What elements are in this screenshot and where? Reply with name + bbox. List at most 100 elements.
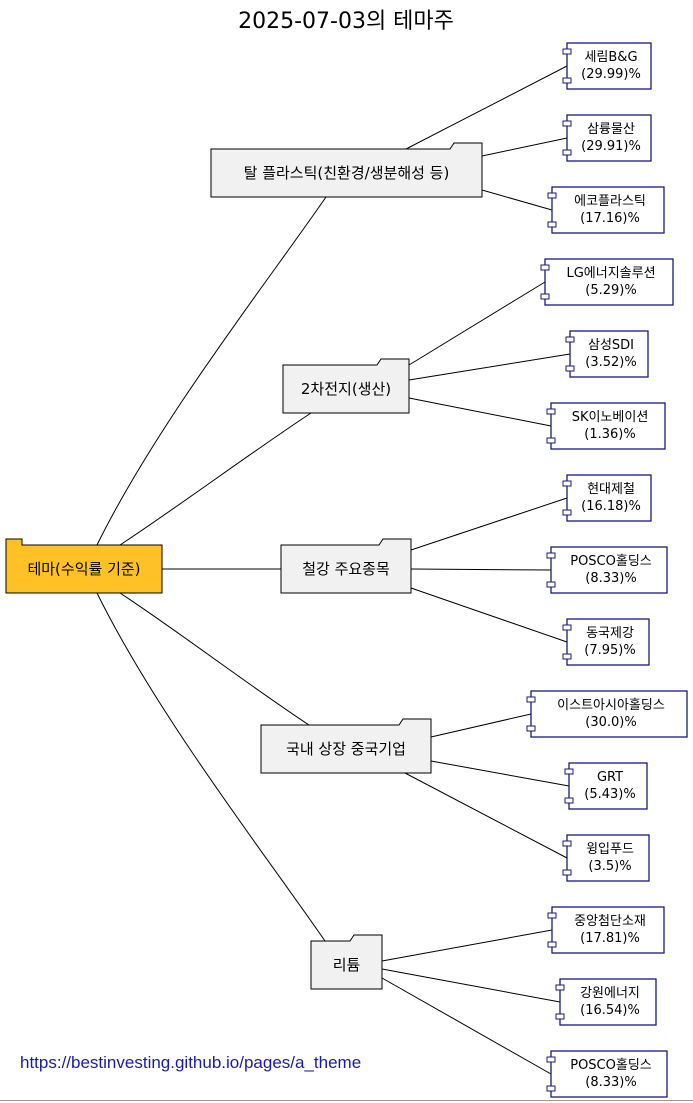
theme-node[interactable]: 2차전지(생산) — [282, 358, 410, 414]
stock-node[interactable]: 강원에너지 (16.54)% — [555, 978, 657, 1026]
stock-box — [566, 42, 652, 90]
component-pin-icon — [565, 365, 575, 372]
stock-node[interactable]: 현대제철(16.18)% — [562, 474, 652, 522]
theme-stock-link — [410, 497, 568, 551]
component-pin-icon — [546, 1056, 556, 1063]
theme-label: 2차전지(생산) — [301, 380, 391, 398]
stock-box — [551, 186, 665, 234]
theme-stock-link — [410, 587, 568, 643]
component-pin-icon — [547, 192, 557, 199]
footer-link[interactable]: https://bestinvesting.github.io/pages/a_… — [20, 1053, 362, 1072]
stock-return: (3.52)% — [585, 355, 636, 370]
stock-box — [566, 474, 652, 522]
component-pin-icon — [547, 941, 557, 948]
component-pin-icon — [562, 653, 572, 660]
stock-box — [566, 114, 652, 162]
component-pin-icon — [540, 264, 550, 271]
stock-return: (3.5)% — [588, 859, 631, 874]
stock-box — [550, 402, 666, 450]
theme-stock-link — [408, 353, 571, 381]
stock-node[interactable]: POSCO홀딩스 (8.33)% — [546, 546, 668, 594]
theme-label: 탈 플라스틱(친환경/생분해성 등) — [244, 164, 450, 182]
stock-return: (30.0)% — [585, 715, 636, 730]
theme-stock-link — [408, 281, 546, 366]
component-pin-icon — [547, 912, 557, 919]
stock-return: (1.36)% — [584, 427, 635, 442]
root-theme-link — [119, 592, 310, 726]
stock-name: 동국제강 — [586, 626, 634, 641]
theme-node[interactable]: 리튬 — [310, 934, 383, 990]
component-pin-icon — [562, 840, 572, 847]
stock-node[interactable]: 동국제강 (7.95)% — [562, 618, 650, 666]
stock-node[interactable]: POSCO홀딩스(8.33)% — [546, 1050, 668, 1098]
theme-stock-link — [381, 968, 561, 1003]
theme-stock-link — [404, 772, 568, 859]
stock-node[interactable]: 윙입푸드 (3.5)% — [562, 834, 650, 882]
theme-node[interactable]: 국내 상장 중국기업 — [260, 718, 432, 774]
theme-folder-shape — [282, 358, 410, 414]
component-pin-icon — [526, 725, 536, 732]
stock-node[interactable]: 이스트아시아홀딩스(30.0)% — [526, 690, 688, 738]
stock-return: (8.33)% — [585, 1075, 636, 1090]
stock-return: (16.18)% — [581, 499, 641, 514]
root-node[interactable]: 테마(수익률 기준) — [5, 538, 163, 594]
theme-node[interactable]: 철강 주요종목 — [280, 538, 412, 594]
component-pin-icon — [562, 77, 572, 84]
stock-return: (16.54)% — [580, 1003, 640, 1018]
stock-box — [566, 834, 650, 882]
stock-node[interactable]: 삼성SDI (3.52)% — [565, 330, 649, 378]
root-theme-link — [96, 196, 327, 546]
stock-name: POSCO홀딩스 — [570, 554, 652, 569]
theme-stock-link — [405, 65, 568, 150]
stock-box — [530, 690, 688, 738]
component-pin-icon — [546, 1085, 556, 1092]
stock-return: (17.81)% — [580, 931, 640, 946]
stock-return: (8.33)% — [585, 571, 636, 586]
component-pin-icon — [540, 293, 550, 300]
theme-folder-shape — [210, 142, 483, 198]
theme-label: 국내 상장 중국기업 — [286, 740, 406, 758]
component-pin-icon — [565, 336, 575, 343]
stock-node[interactable]: LG에너지솔루션 (5.29)% — [540, 258, 674, 306]
stock-name: 중앙첨단소재 — [574, 914, 646, 929]
stock-box — [551, 906, 665, 954]
theme-stock-link — [381, 929, 553, 962]
stock-return: (5.29)% — [585, 283, 636, 298]
stock-node[interactable]: 중앙첨단소재 (17.81)% — [547, 906, 665, 954]
stock-node[interactable]: 에코플라스틱(17.16)% — [547, 186, 665, 234]
component-pin-icon — [546, 408, 556, 415]
theme-stock-link — [430, 760, 570, 787]
stock-box — [566, 618, 650, 666]
bottom-divider — [0, 1100, 693, 1101]
stock-box — [568, 762, 648, 810]
stock-name: LG에너지솔루션 — [566, 266, 655, 281]
theme-stock-link — [381, 977, 552, 1075]
stock-node[interactable]: SK이노베이션(1.36)% — [546, 402, 666, 450]
root-label: 테마(수익률 기준) — [27, 560, 140, 578]
component-pin-icon — [562, 869, 572, 876]
theme-stock-link — [410, 568, 552, 571]
theme-folder-shape — [260, 718, 432, 774]
stock-return: (17.16)% — [580, 211, 640, 226]
stock-node[interactable]: 삼륭물산(29.91)% — [562, 114, 652, 162]
component-pin-icon — [564, 768, 574, 775]
component-pin-icon — [547, 221, 557, 228]
links — [96, 65, 571, 1075]
stock-box — [559, 978, 657, 1026]
theme-node[interactable]: 탈 플라스틱(친환경/생분해성 등) — [210, 142, 483, 198]
theme-stock-link — [481, 189, 553, 211]
stock-name: 삼성SDI — [588, 338, 634, 353]
root-theme-link — [96, 592, 326, 942]
stock-node[interactable]: 세림B&G(29.99)% — [562, 42, 652, 90]
stock-box — [544, 258, 674, 306]
theme-stock-link — [481, 137, 568, 157]
stock-box — [550, 546, 668, 594]
theme-stock-link — [430, 713, 532, 738]
stock-name: 윙입푸드 — [586, 841, 634, 857]
stock-return: (7.95)% — [584, 643, 635, 658]
theme-folder-shape — [310, 934, 383, 990]
stock-name: 강원에너지 — [580, 986, 640, 1001]
stock-node[interactable]: GRT(5.43)% — [564, 762, 648, 810]
nodes: 테마(수익률 기준) 탈 플라스틱(친환경/생분해성 등) 세림B&G(29.99)… — [5, 42, 688, 1098]
component-pin-icon — [562, 120, 572, 127]
